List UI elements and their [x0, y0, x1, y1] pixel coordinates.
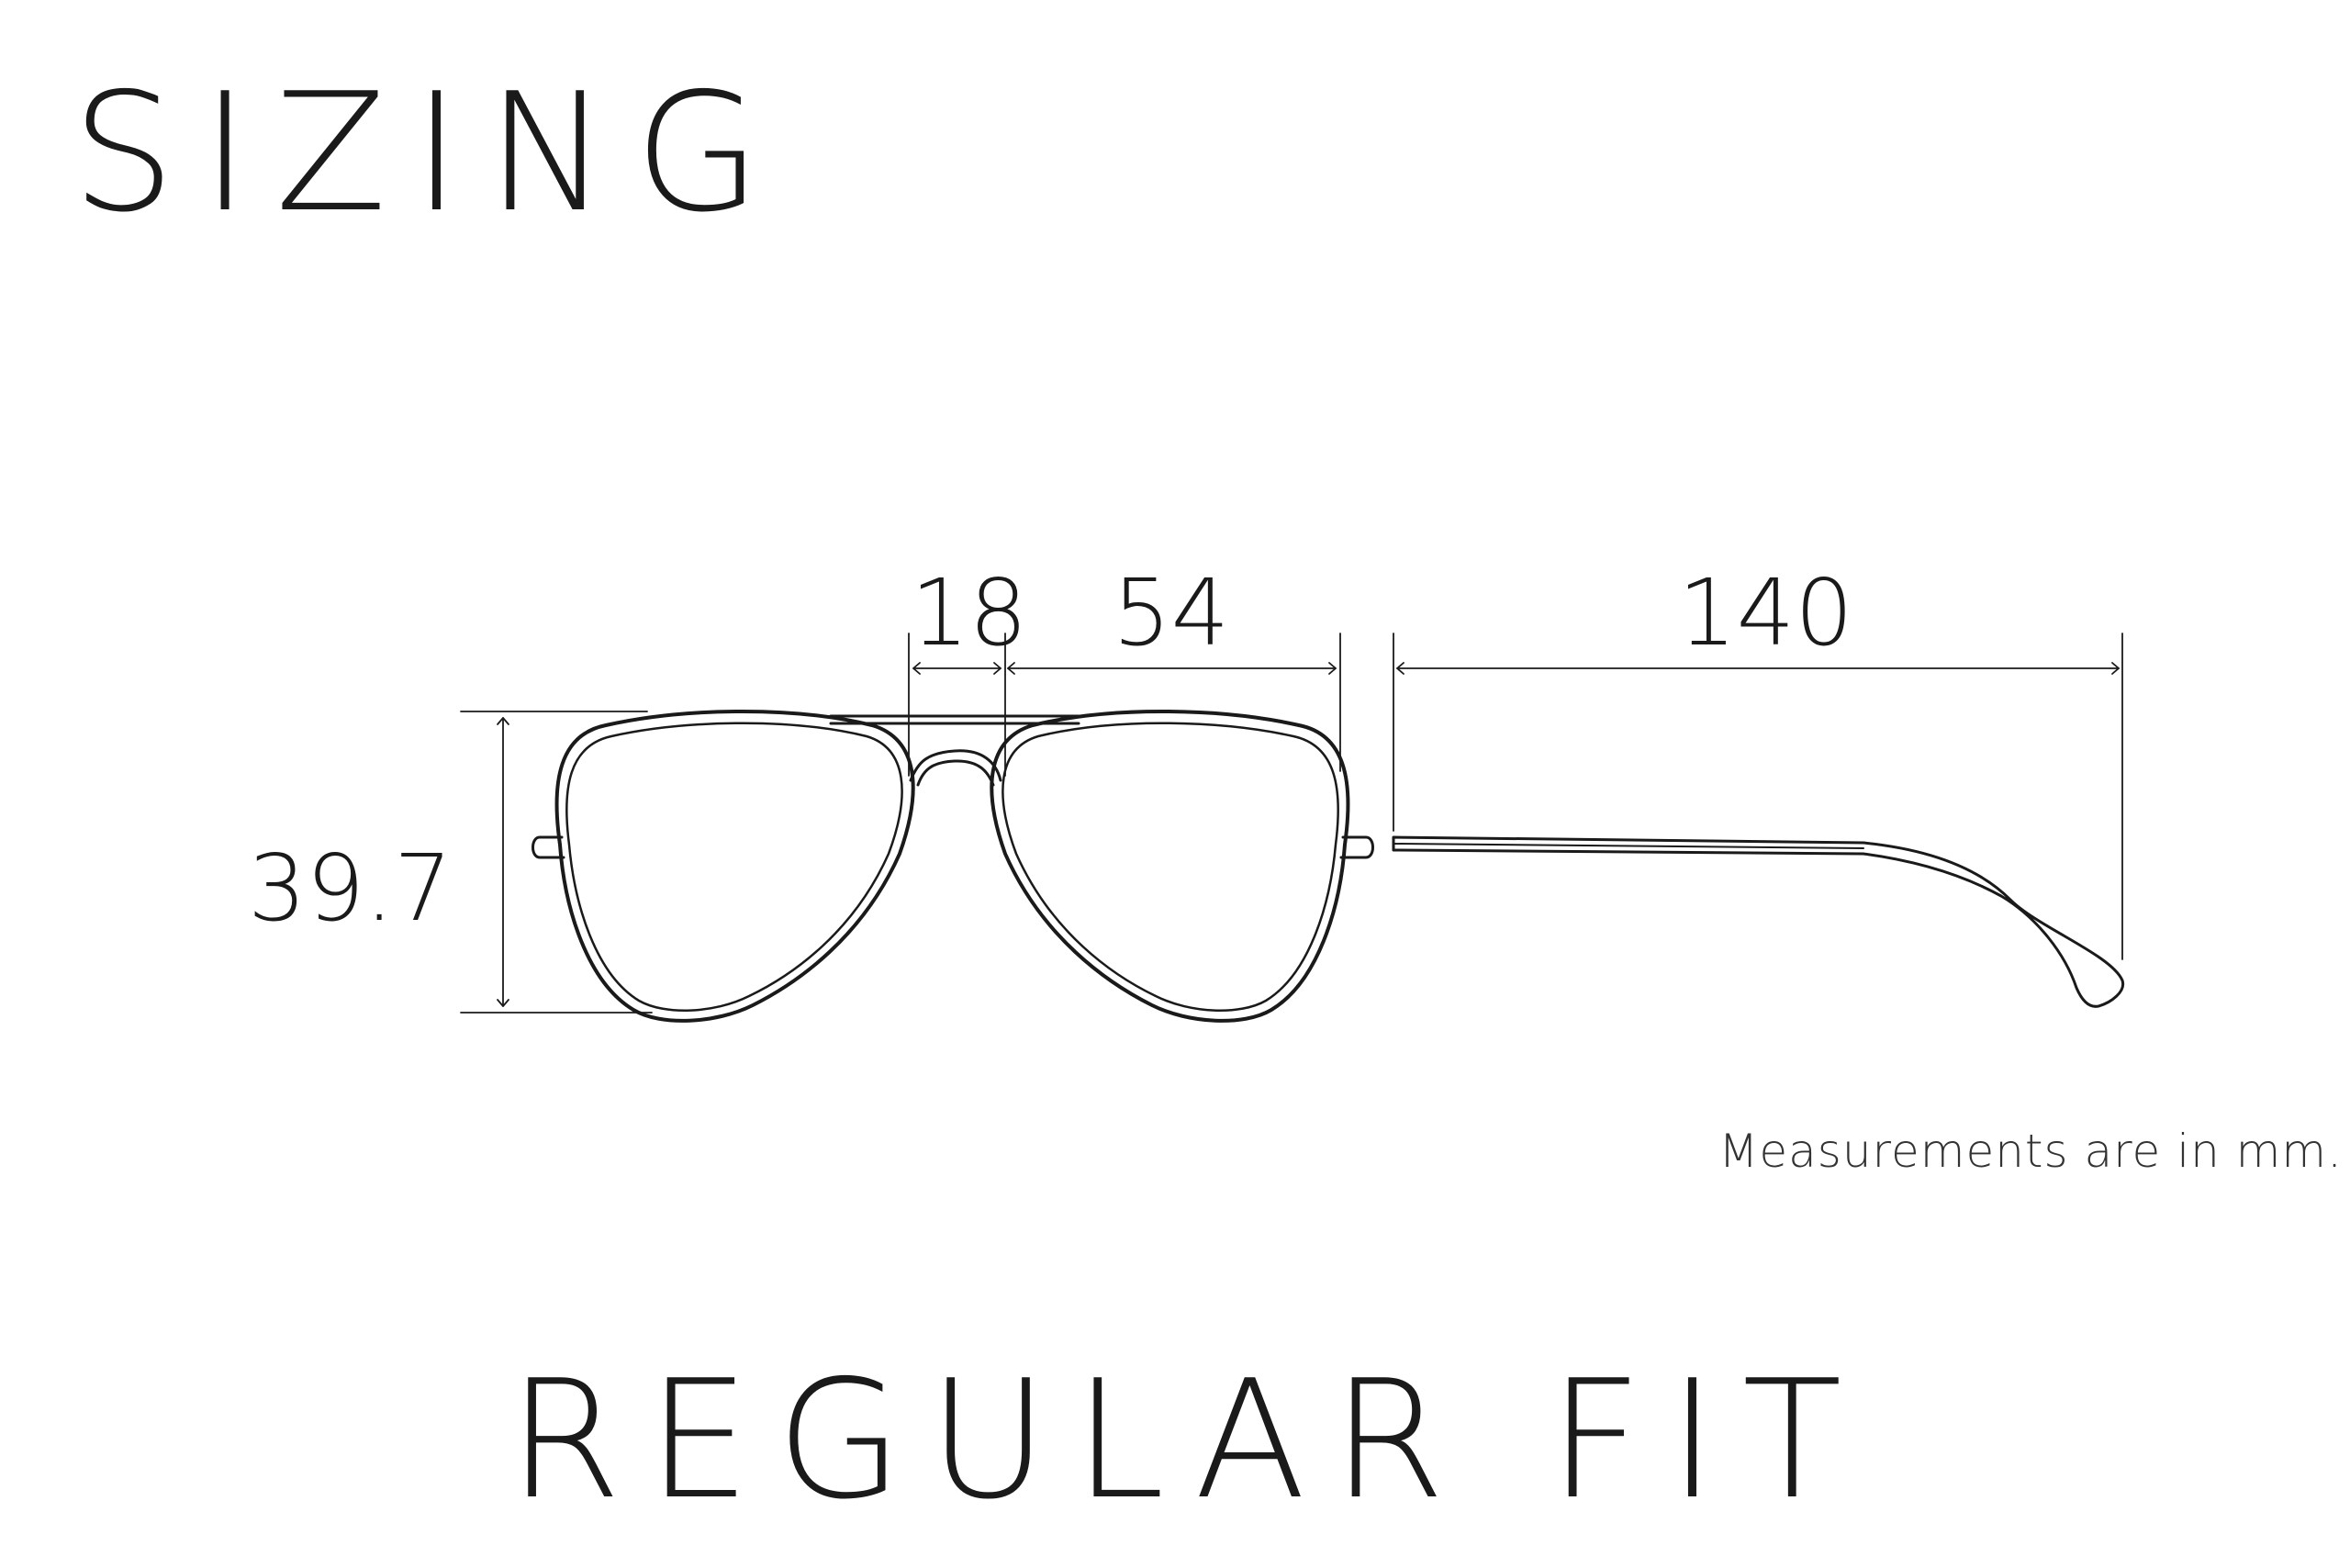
- aviator-sunglasses-front-icon: [532, 710, 1374, 1023]
- fit-label: REGULAR FIT: [508, 1345, 1868, 1535]
- temple-arm-core: [1393, 843, 1864, 849]
- lens-height-measurement: 39.7: [248, 834, 453, 942]
- right-lens-outer: [990, 710, 1350, 1023]
- lens-width-measurement: 54: [1113, 559, 1230, 666]
- temple-length-measurement: 140: [1678, 559, 1853, 666]
- sunglasses-temple-arm-icon: [1392, 835, 2125, 1008]
- temple-arm: [1392, 835, 2125, 1008]
- bridge-measurement: 18: [911, 559, 1028, 666]
- top-bar: [829, 714, 1080, 725]
- right-hinge: [1339, 835, 1374, 859]
- units-note: Measurements are in mm.: [1718, 1125, 2343, 1178]
- page-title: SIZING: [72, 58, 788, 248]
- left-lens-inner: [565, 722, 903, 1012]
- dimension-lines: [460, 633, 2123, 1014]
- nose-bridge: [909, 749, 1002, 787]
- right-lens-inner: [1002, 722, 1339, 1012]
- left-hinge: [532, 835, 565, 859]
- left-lens-outer: [554, 710, 915, 1023]
